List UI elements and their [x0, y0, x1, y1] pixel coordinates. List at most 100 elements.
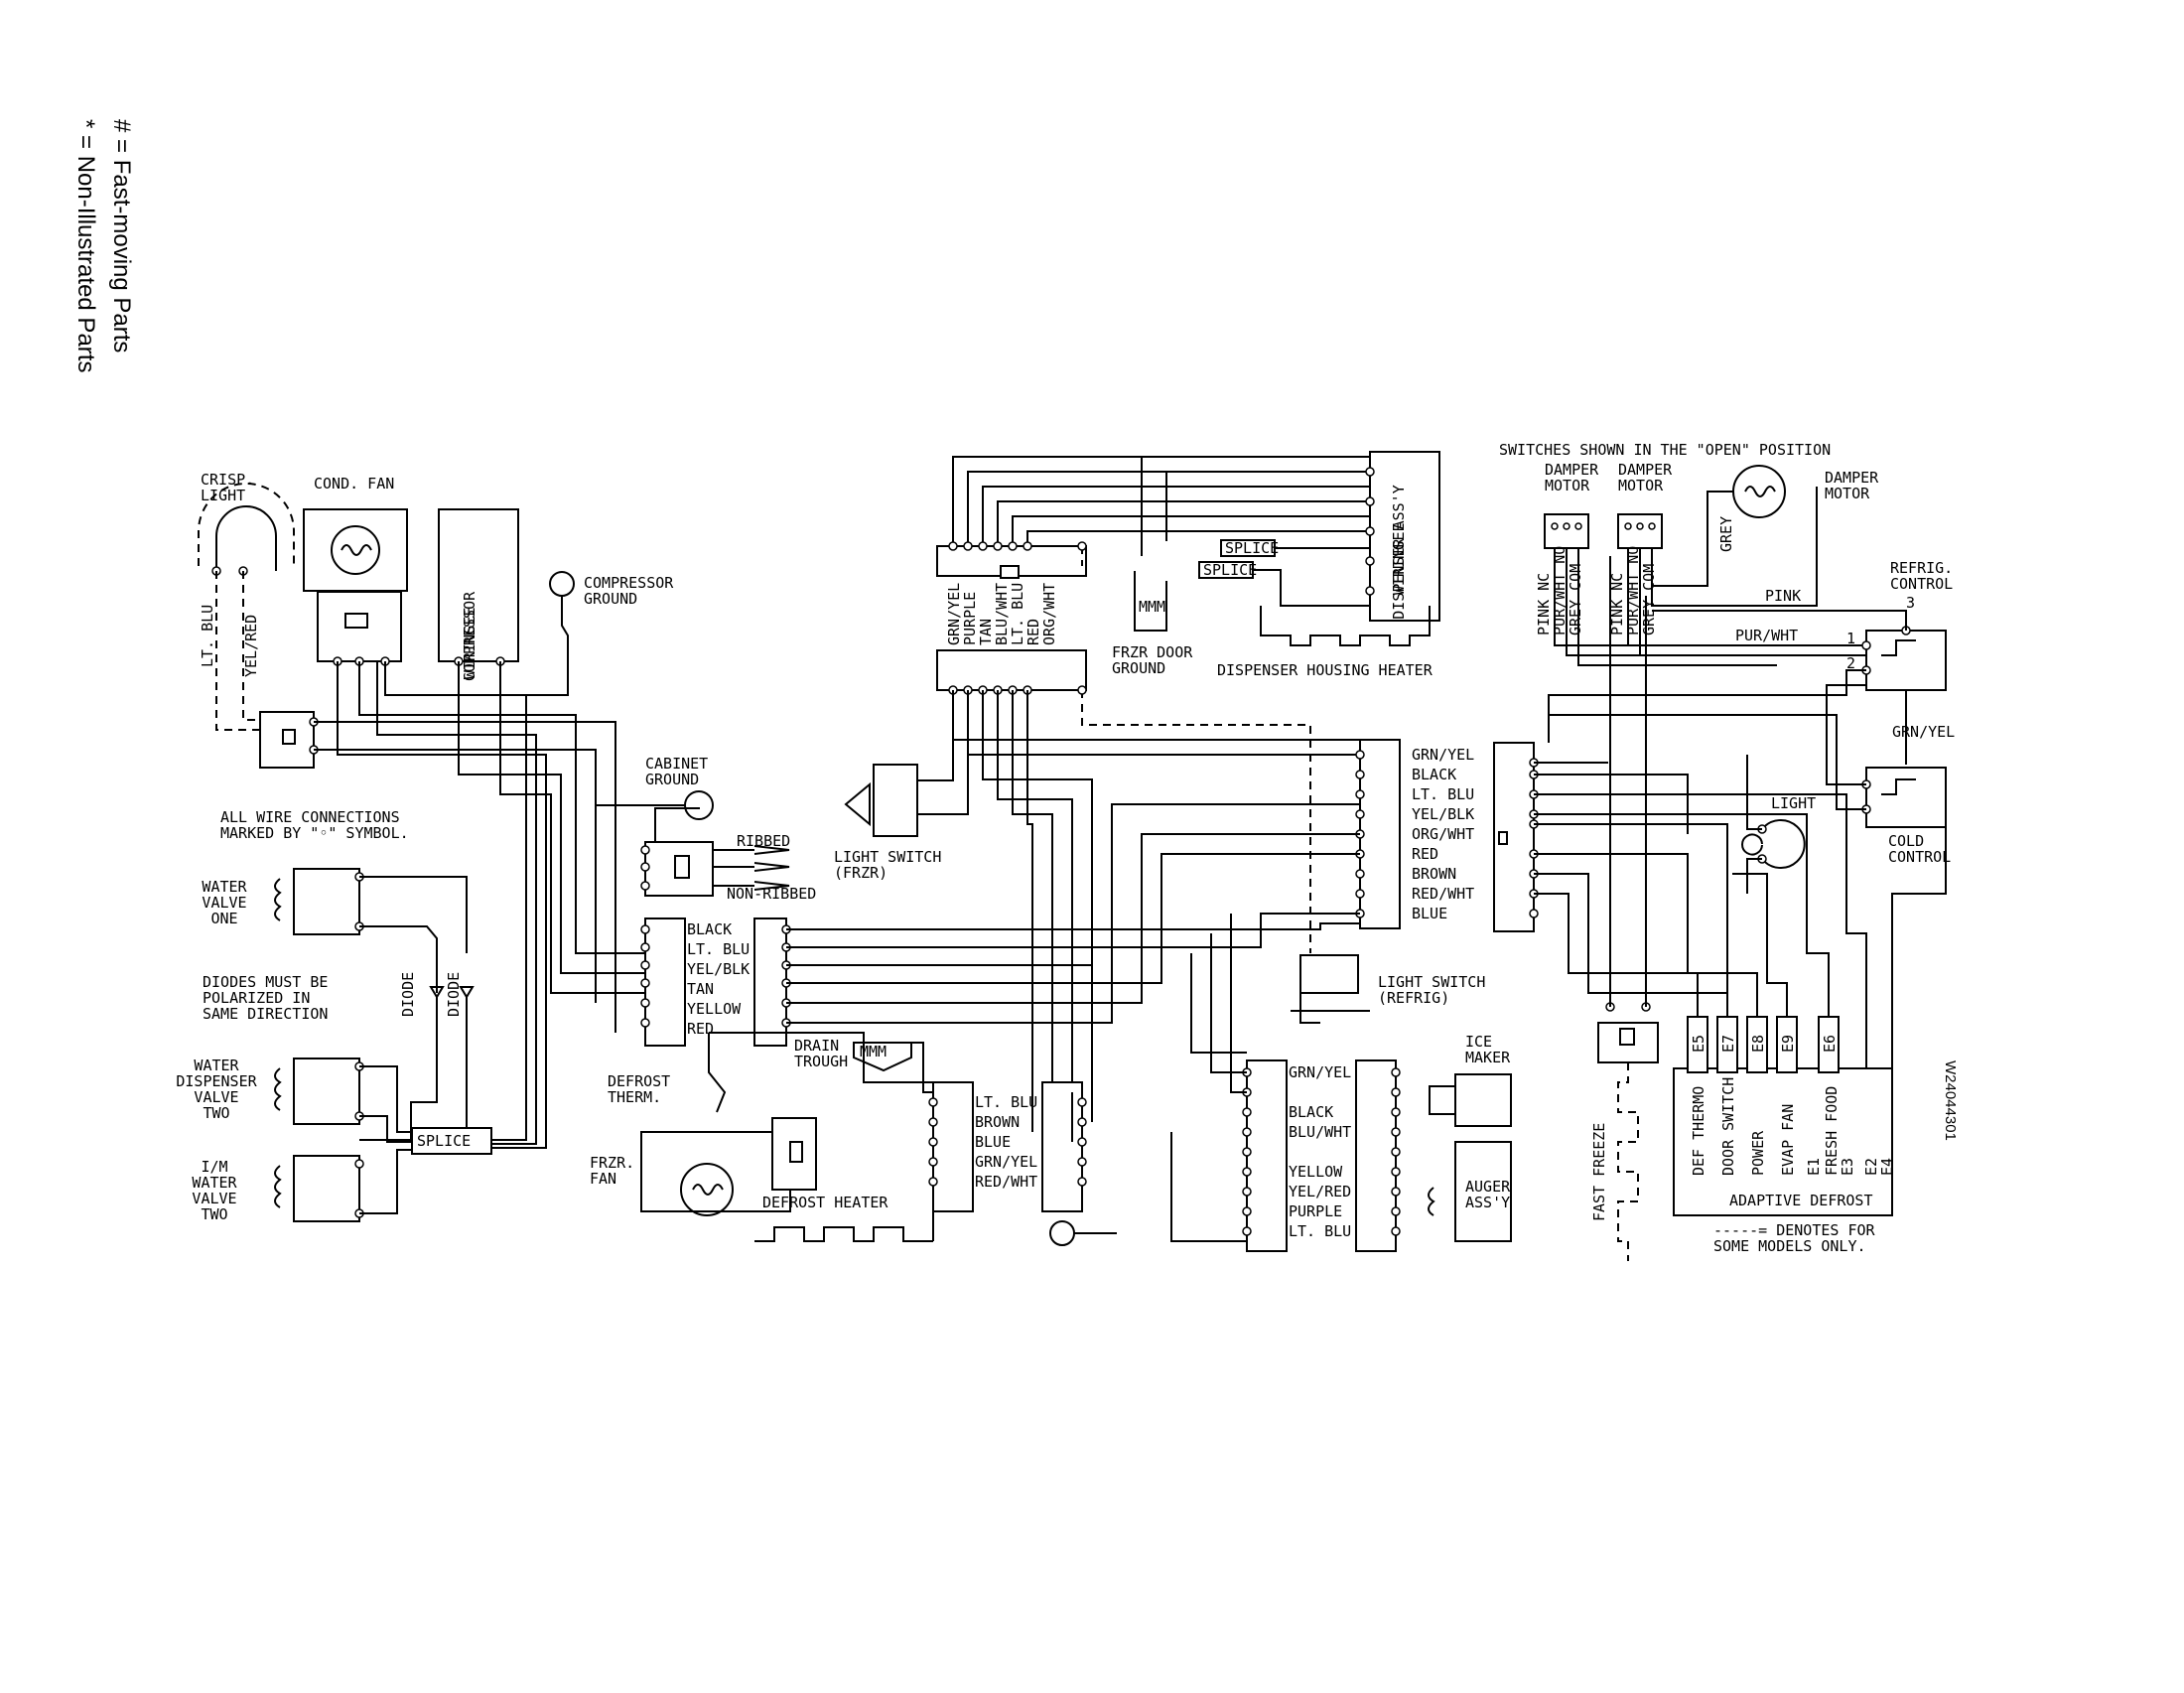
diode-label-2: DIODE	[445, 972, 463, 1017]
crisp-light-label-line-2: LIGHT	[201, 487, 245, 504]
top-connector-pin-1	[1008, 541, 1018, 551]
im-water-valve-two-label-line-1: I/M	[201, 1158, 227, 1176]
refrig-control-label-line-2: CONTROL	[1890, 575, 1953, 593]
connector-b-pin-5	[928, 1177, 938, 1187]
right-connector-wire-5: ORG/WHT	[1412, 825, 1474, 843]
connector-b-pin-1	[1077, 1097, 1087, 1107]
splice-top-2: SPLICE	[1203, 561, 1257, 579]
denotes-label-line-2: SOME MODELS ONLY.	[1713, 1237, 1866, 1255]
frzr-door-ground-mmm: MMM	[1139, 598, 1165, 616]
lower-vertical-wires	[1071, 914, 1247, 1242]
connector-b-pin-3	[1077, 1137, 1087, 1147]
damper-motor	[1652, 465, 1786, 587]
lower-connector-pin-3	[1391, 1107, 1401, 1117]
water-dispenser-valve-two-label-line-3: VALVE	[194, 1088, 238, 1106]
im-water-valve-two-label-line-4: TWO	[201, 1205, 227, 1223]
connector-a	[644, 917, 787, 1047]
water-dispenser-valve-two-label-line-2: DISPENSER	[176, 1072, 257, 1090]
splices-dispenser	[1198, 539, 1370, 607]
auger-label-line-2: ASS'Y	[1465, 1194, 1510, 1211]
damper-switches	[1544, 487, 1866, 666]
ground-lower	[1049, 1220, 1117, 1246]
lower-connector-pin-6	[1391, 1167, 1401, 1177]
drain-trough-mmm: MMM	[860, 1043, 887, 1060]
right-vertical-wires	[1534, 762, 1728, 993]
lower-connector	[1246, 1059, 1397, 1252]
connector-a-wire-4: TAN	[687, 980, 714, 998]
water-valve-one-label-line-1: WATER	[202, 878, 247, 896]
damper-wire-b-1: PINK NC	[1608, 573, 1626, 635]
pink-label: PINK	[1765, 587, 1801, 605]
lower-connector-pin-7	[1391, 1187, 1401, 1197]
num-3: 3	[1906, 594, 1915, 612]
connector-a-pin-5	[640, 998, 650, 1008]
diode-label-1: DIODE	[399, 972, 417, 1017]
damper-motor-label-2-line-2: MOTOR	[1618, 477, 1664, 494]
right-connector-pin-7	[1355, 869, 1365, 879]
right-connector-wire-4: YEL/BLK	[1412, 805, 1474, 823]
top-connector-wire-4: BLU/WHT	[993, 583, 1011, 645]
damper-motor-label-1-line-1: DAMPER	[1545, 461, 1599, 479]
connector-a-pin-3	[640, 960, 650, 970]
connector-a-wire-6: RED	[687, 1020, 714, 1038]
all-wire-label-line-1: ALL WIRE CONNECTIONS	[220, 808, 400, 826]
frzr-fan	[640, 1117, 817, 1216]
lower-connector-wire-1: GRN/YEL	[1289, 1063, 1351, 1081]
lower-connector-pin-8	[1242, 1206, 1252, 1216]
connector-a-wire-5: YELLOW	[687, 1000, 742, 1018]
terminal-E9: E9	[1779, 1035, 1797, 1053]
compressor-ground-label-line-2: GROUND	[584, 590, 637, 608]
denotes-label-line-1: -----= DENOTES FOR	[1713, 1221, 1876, 1239]
lower-connector-wire-9: LT. BLU	[1289, 1222, 1351, 1240]
crisper-light	[198, 483, 295, 731]
right-connector-wire-1: GRN/YEL	[1412, 746, 1474, 764]
refrig-control-label-line-1: REFRIG.	[1890, 559, 1953, 577]
connector-b-pin-5	[1077, 1177, 1087, 1187]
lower-connector-wire-7: YEL/RED	[1289, 1183, 1351, 1200]
cold-control-label-line-2: CONTROL	[1888, 848, 1951, 866]
terminal-E8: E8	[1749, 1035, 1767, 1053]
cabinet-ground-label-line-1: CABINET	[645, 755, 708, 773]
board-label-5: E1	[1805, 1158, 1823, 1176]
fast-freeze-label: FAST FREEZE	[1590, 1123, 1608, 1221]
drain-trough-label-line-2: TROUGH	[794, 1053, 848, 1070]
dispenser-box	[1365, 451, 1440, 622]
board-label-8: E2	[1862, 1158, 1880, 1176]
non-ribbed-label: NON-RIBBED	[727, 885, 816, 903]
yel-red-label: YEL/RED	[242, 615, 260, 677]
damper-motor-label-1-line-2: MOTOR	[1545, 477, 1590, 494]
crisp-light-label-line-1: CRISP.	[201, 471, 254, 489]
damper-motor-label-3-line-2: MOTOR	[1825, 485, 1870, 502]
num-1: 1	[1846, 630, 1855, 647]
right-connector-wire-8: RED/WHT	[1412, 885, 1474, 903]
connector-b-wire-1: LT. BLU	[975, 1093, 1037, 1111]
connector-b-pin-4	[928, 1157, 938, 1167]
left-switch-block	[259, 711, 319, 769]
frzr-door-ground-label-line-1: FRZR DOOR	[1112, 643, 1193, 661]
right-connector	[1359, 739, 1401, 929]
connector-a-pin-2	[640, 942, 650, 952]
damper-motor-label-3-line-1: DAMPER	[1825, 469, 1879, 487]
see-compressor-label-line-3: WIRING	[461, 626, 478, 679]
see-dispenser-label-line-3: WIRING	[1390, 541, 1408, 595]
lower-connector-wire-4: BLU/WHT	[1289, 1123, 1351, 1141]
damper-wire-a-1: PINK NC	[1535, 573, 1553, 635]
cabinet-ground	[596, 790, 714, 820]
board-label-6: FRESH FOOD	[1823, 1086, 1841, 1176]
frzr-door-ground-label-line-2: GROUND	[1112, 659, 1165, 677]
top-connector-pin-1	[1077, 541, 1087, 551]
lower-connector-pin-9	[1391, 1226, 1401, 1236]
see-dispenser-label-line-2: DISPENSER ASS'Y	[1390, 485, 1408, 619]
splice-left	[337, 661, 547, 1155]
top-connector-wire-2: PURPLE	[961, 592, 979, 645]
damper-wire-a-3: GREY COM	[1567, 564, 1584, 635]
frzr-door-ground: MMM	[1134, 571, 1167, 632]
top-connector-wire-5: LT. BLU	[1009, 583, 1026, 645]
board-label-2: DOOR SWITCH	[1719, 1077, 1737, 1176]
drain-trough-label-line-1: DRAIN	[794, 1037, 839, 1055]
lower-connector-pin-2	[1391, 1087, 1401, 1097]
cond-fan-label: COND. FAN	[314, 475, 394, 493]
defrost-heater-label: DEFROST HEATER	[762, 1194, 888, 1211]
